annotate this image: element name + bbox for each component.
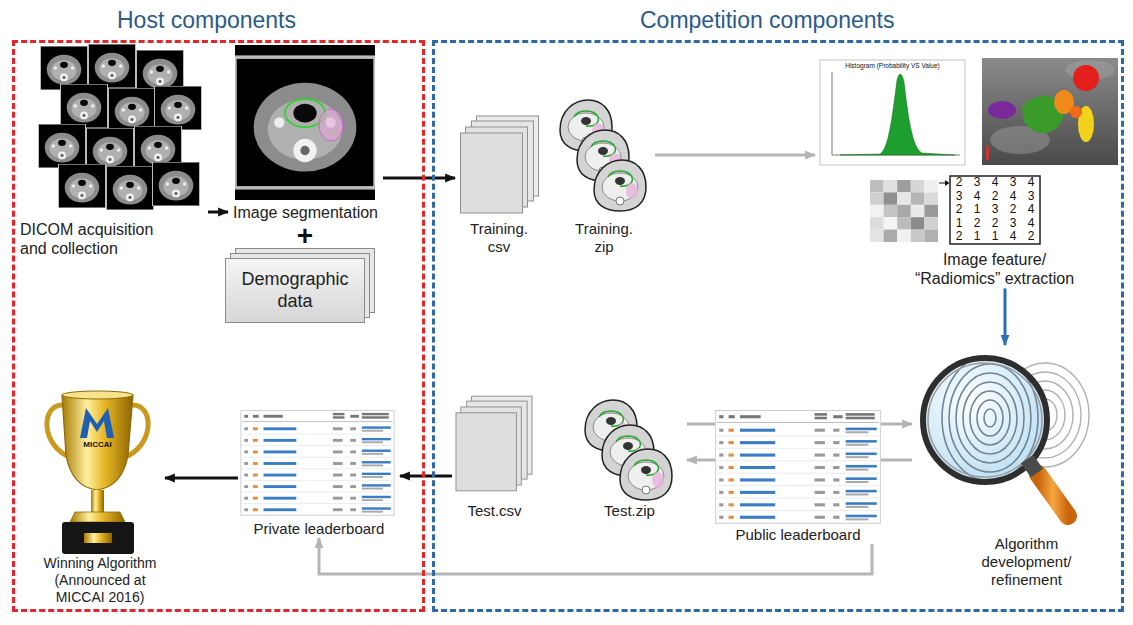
- file-figure: Training. csv: [455, 112, 543, 256]
- figure-caption: Training. zip: [569, 220, 639, 256]
- magnifier-fingerprint: [923, 355, 1089, 516]
- gray-level-grid: [870, 176, 1040, 244]
- matrix-cell: 2: [950, 203, 968, 217]
- trophy-figure: Winning Algorithm (Announced at MICCAI 2…: [35, 383, 165, 605]
- figure-caption: Algorithm development/ refinement: [974, 535, 1079, 589]
- figure-caption: Private leaderboard: [238, 520, 400, 538]
- flow-arrow: [208, 211, 228, 214]
- file-figure: Test.csv: [452, 392, 537, 520]
- figure-caption: Training. csv: [464, 220, 534, 256]
- box-text: Demographic data: [234, 269, 356, 312]
- trophy: [47, 391, 148, 554]
- leaderboard-figure: Private leaderboard: [238, 408, 400, 538]
- figure-caption: Test.csv: [452, 502, 537, 520]
- matrix-cell: 1: [968, 230, 986, 244]
- figure-caption: Public leaderboard: [712, 526, 884, 544]
- magnifier-figure: Algorithm development/ refinement: [912, 345, 1082, 589]
- matrix-cell: 4: [1022, 176, 1040, 190]
- flow-arrow: [383, 177, 455, 180]
- file-figure: Training. zip: [553, 92, 655, 256]
- matrix-cell: 3: [986, 203, 1004, 217]
- plus-sign: +: [290, 222, 320, 250]
- head-scan-stack: [560, 100, 672, 500]
- leaderboard-figure: Public leaderboard: [712, 408, 884, 544]
- logo-text: MICCAI: [72, 440, 123, 450]
- segmented-ct-image: [235, 45, 375, 200]
- matrix-cell: 3: [1004, 217, 1022, 231]
- figure-caption: Test.zip: [572, 502, 687, 520]
- figure-caption: DICOM acquisition and collection: [20, 220, 165, 258]
- matrix-cell: 2: [1004, 203, 1022, 217]
- matrix-cell: 4: [1004, 190, 1022, 204]
- figure-caption: Image feature/ “Radiomics” extraction: [907, 250, 1082, 288]
- region-title: Competition components: [640, 6, 894, 34]
- ct-image-stack: [38, 44, 201, 210]
- matrix-cell: 2: [950, 176, 968, 190]
- file-figure: Test.zip: [572, 392, 687, 520]
- flow-arrow: [655, 154, 815, 157]
- matrix-cell: 3: [968, 176, 986, 190]
- matrix-cell: 2: [1022, 230, 1040, 244]
- plot-title: Histogram (Probability VS Value): [820, 61, 965, 70]
- csv-document-stack: [456, 116, 539, 491]
- figure-caption: Winning Algorithm (Announced at MICCAI 2…: [35, 555, 165, 605]
- matrix-cell: 4: [1022, 217, 1040, 231]
- matrix-cell: 2: [986, 217, 1004, 231]
- region-title: Host components: [117, 6, 296, 34]
- matrix-cell: 1: [950, 217, 968, 231]
- histogram-plot: [820, 60, 965, 165]
- flow-arrow: [165, 477, 238, 480]
- matrix-cell: 4: [1022, 203, 1040, 217]
- figure-caption: Image segmentation: [228, 203, 383, 222]
- matrix-cell: 4: [968, 190, 986, 204]
- image-stack-figure: DICOM acquisition and collection: [20, 45, 208, 258]
- matrix-cell: 4: [1004, 230, 1022, 244]
- tumor-3d-render: [982, 58, 1118, 165]
- image-figure: Image segmentation: [228, 45, 383, 222]
- matrix-cell: 1: [986, 230, 1004, 244]
- matrix-cell: 2: [968, 217, 986, 231]
- matrix-cell: 4: [986, 176, 1004, 190]
- matrix-cell: 2: [986, 190, 1004, 204]
- flow-arrow: [319, 538, 872, 574]
- radiomics-figure: Image feature/ “Radiomics” extraction: [815, 55, 1115, 288]
- matrix-cell: 3: [950, 190, 968, 204]
- region-panel: Competition componentsTraining. csvTrain…: [432, 40, 1124, 612]
- region-panel: Host componentsDICOM acquisition and col…: [12, 40, 425, 612]
- document-stack-box: Demographic data: [225, 258, 365, 323]
- matrix-cell: 3: [1004, 176, 1022, 190]
- matrix-cell: 1: [968, 203, 986, 217]
- matrix-cell: 2: [950, 230, 968, 244]
- flow-arrow: [1004, 288, 1007, 345]
- matrix-cell: 3: [1022, 190, 1040, 204]
- flow-arrow: [400, 475, 452, 478]
- leaderboard-screenshot: [241, 410, 880, 523]
